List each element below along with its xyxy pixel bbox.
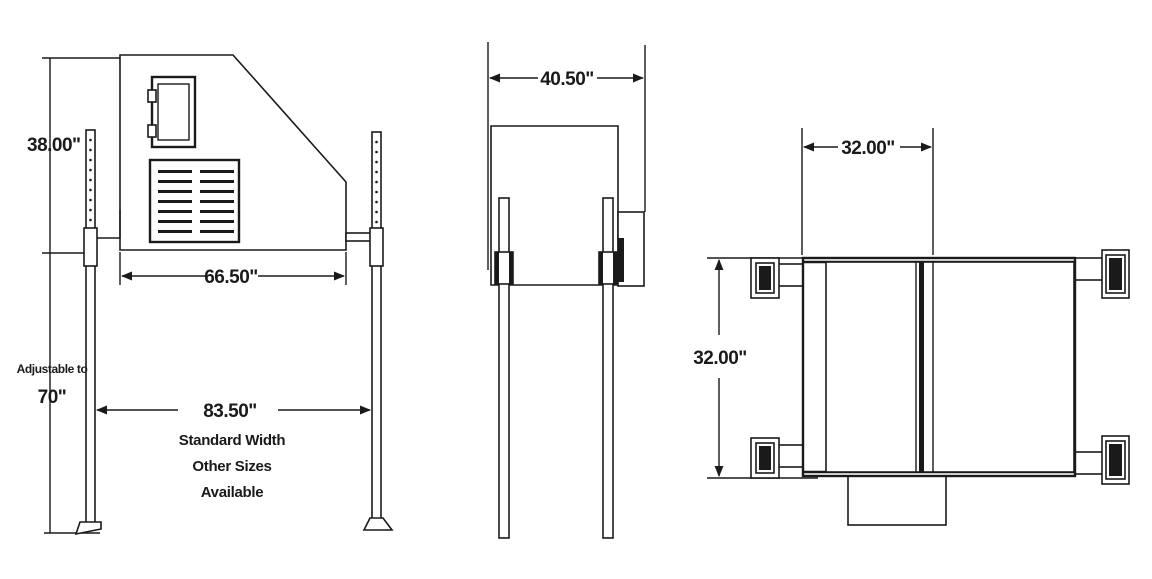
top-inner-panel: [825, 261, 1075, 473]
top-bottom-box: [847, 472, 947, 526]
side-view: 38.00": [17, 54, 394, 536]
right-leg-bracket: [369, 227, 384, 267]
top-bracket-tl: [750, 257, 780, 299]
top-bracket-br: [1101, 435, 1130, 485]
left-leg-bracket: [83, 227, 98, 267]
door-hinge-top: [147, 89, 157, 103]
front-right-leg: [602, 197, 614, 539]
top-arm-br: [1073, 451, 1107, 475]
inner-width-label: 66.50": [204, 267, 258, 288]
vent-grille: [148, 158, 241, 244]
top-bracket-tr: [1101, 249, 1130, 299]
top-center-rail: [919, 262, 924, 472]
front-side-clamp: [618, 238, 624, 282]
vent-slats: [158, 170, 234, 233]
right-support-arm: [345, 232, 373, 242]
right-leg-foot: [362, 517, 394, 531]
width-note-line1: Standard Width: [179, 432, 286, 449]
cabinet-brace: [94, 210, 121, 239]
top-view: 32.00" 32.00": [693, 128, 1130, 526]
leg-note-line2: 70": [38, 387, 67, 408]
front-width-label: 40.50": [540, 69, 594, 90]
top-width-label: 32.00": [841, 138, 895, 159]
side-height-label: 38.00": [27, 135, 81, 156]
overall-width-label: 83.50": [203, 401, 257, 422]
leg-note-line1: Adjustable to: [17, 362, 88, 376]
top-arm-tr: [1073, 257, 1107, 281]
front-view: 40.50": [487, 42, 646, 539]
width-note-line2: Other Sizes: [192, 458, 271, 475]
left-leg-holes: [89, 138, 92, 222]
width-note-line3: Available: [201, 484, 264, 501]
access-door: [150, 75, 197, 149]
door-hinge-bottom: [147, 124, 157, 138]
left-leg-foot: [74, 521, 102, 536]
front-left-leg: [498, 197, 510, 539]
right-leg-holes: [375, 140, 378, 224]
top-bracket-bl: [750, 437, 780, 479]
top-depth-label: 32.00": [693, 348, 747, 369]
access-door-inner: [157, 83, 190, 141]
